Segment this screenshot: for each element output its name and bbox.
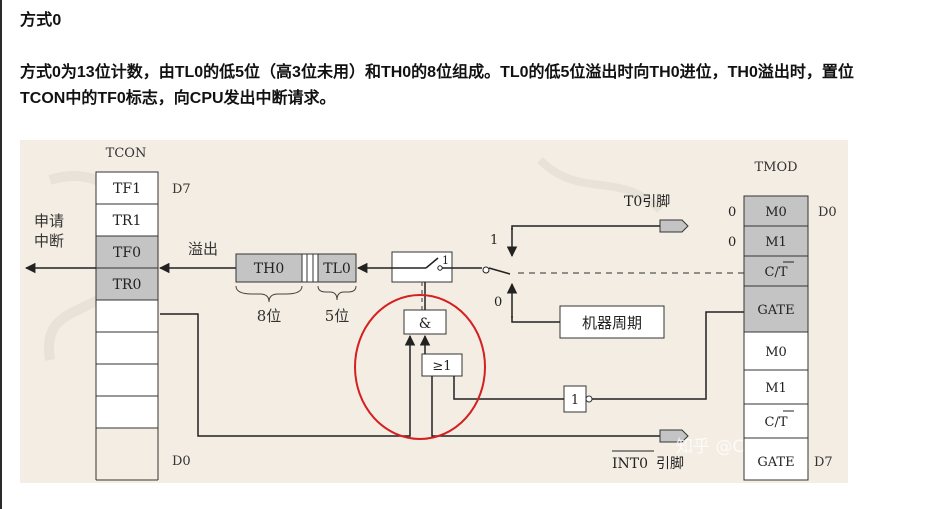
or-gate (421, 353, 463, 377)
th0-brace (235, 285, 303, 303)
tl0-bit-count: 5位 (325, 307, 350, 325)
machine-cycle-label: 机器周期 (582, 314, 642, 332)
machine-cycle-line (511, 316, 560, 323)
and-gate (403, 309, 447, 335)
tcon-d7-label: D7 (172, 182, 191, 197)
tmod-d7-label: D7 (814, 455, 833, 470)
tcon-bit-tr1: TR1 (113, 213, 142, 229)
selector-position-1: 1 (490, 233, 498, 248)
t0-pin-label: T0引脚 (624, 194, 670, 210)
selector-blade (488, 267, 511, 275)
gate-to-not-line (592, 311, 744, 400)
tmod-d0-label: D0 (818, 205, 837, 220)
switch-control-value: 1 (442, 254, 449, 267)
tmod-register (743, 195, 809, 481)
counter-registers (235, 253, 357, 283)
or-gate-symbol: ≥1 (432, 359, 451, 374)
tmod-bit-m0-high: M0 (765, 345, 787, 360)
t0-pin-line (511, 225, 660, 230)
not-gate-bubble (585, 395, 593, 403)
tmod-bit-m1: M1 (765, 235, 787, 250)
tl0-label: TL0 (323, 261, 351, 277)
tmod-bit-ct: C/T (765, 265, 788, 280)
tmod-title: TMOD (754, 160, 797, 175)
tcon-register (95, 171, 159, 429)
section-paragraph: 方式0为13位计数，由TL0的低5位（高3位未用）和TH0的8位组成。TL0的低… (20, 64, 854, 107)
tmod-bit-ct-high: C/T (765, 415, 788, 430)
tcon-bit-tf0: TF0 (113, 245, 141, 261)
tcon-title: TCON (106, 146, 147, 161)
tmod-bit-m1-high: M1 (765, 381, 787, 396)
timer-mode0-diagram: TCON TF1 TR1 TF0 TR0 D7 D0 申请 中断 溢出 TH0 … (20, 140, 848, 483)
interrupt-request-label-2: 中断 (34, 232, 64, 250)
tmod-m1-value: 0 (728, 235, 736, 250)
not-to-or-line (453, 376, 564, 400)
int0-to-or-line (431, 376, 660, 437)
left-border (0, 0, 2, 509)
int0-pin-connector (659, 429, 689, 443)
tmod-bit-gate-high: GATE (757, 455, 794, 470)
watermark: 知乎 @Chaos (676, 437, 785, 457)
machine-cycle-box (559, 305, 665, 339)
interrupt-request-label-1: 申请 (34, 212, 64, 230)
and-gate-symbol: & (419, 316, 431, 332)
not-gate-symbol: 1 (571, 393, 579, 408)
overflow-label: 溢出 (188, 240, 218, 258)
tmod-bit-gate: GATE (757, 303, 794, 318)
tr0-to-and-line (160, 313, 416, 437)
tcon-bit-tr0: TR0 (113, 277, 142, 293)
control-switch (391, 251, 453, 283)
tmod-m0-value: 0 (728, 205, 736, 220)
t0-pin-connector (659, 219, 689, 233)
tl0-brace (317, 285, 357, 301)
tmod-bit-m0: M0 (765, 205, 787, 220)
section-title: 方式0 (20, 12, 62, 29)
selector-pivot (482, 266, 490, 274)
tcon-d0-label: D0 (172, 454, 191, 469)
highlight-circle (354, 294, 486, 440)
selector-position-0: 0 (494, 295, 502, 310)
th0-bit-count: 8位 (257, 307, 282, 325)
int0-pin-label: INT0 (612, 456, 648, 472)
tcon-bit-tf1: TF1 (113, 181, 141, 197)
th0-label: TH0 (254, 261, 284, 277)
int0-pin-suffix: 引脚 (656, 456, 684, 472)
